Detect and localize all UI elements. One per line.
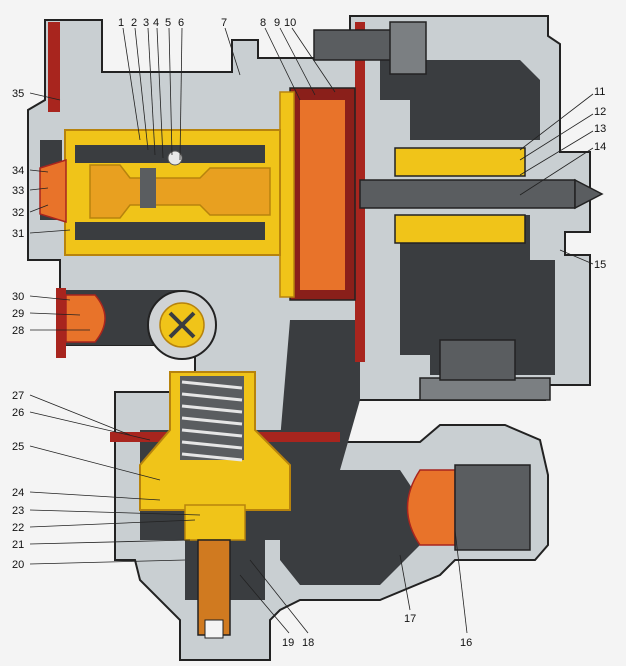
bottom-nut (419, 377, 551, 401)
callout-24: 24 (12, 487, 24, 499)
compression-spring (181, 380, 243, 462)
callout-10: 10 (284, 17, 296, 29)
outlet-chamber (400, 215, 555, 375)
callout-19: 19 (282, 637, 294, 649)
callout-3: 3 (143, 17, 149, 29)
callout-34: 34 (12, 165, 24, 177)
callout-8: 8 (260, 17, 266, 29)
callout-20: 20 (12, 559, 24, 571)
callout-32: 32 (12, 207, 24, 219)
callout-15: 15 (594, 259, 606, 271)
callout-22: 22 (12, 522, 24, 534)
callout-7: 7 (221, 17, 227, 29)
left-filter-cap (39, 158, 67, 224)
callout-14: 14 (594, 141, 606, 153)
left-gasket (48, 22, 60, 112)
callout-2: 2 (131, 17, 137, 29)
callout-11: 11 (594, 86, 605, 98)
callout-13: 13 (594, 123, 606, 135)
callout-16: 16 (460, 637, 472, 649)
callout-9: 9 (274, 17, 280, 29)
upper-chamber (380, 60, 540, 140)
callout-29: 29 (12, 308, 24, 320)
leader-lines (29, 27, 594, 634)
valve-spool (89, 164, 271, 219)
diaphragm-ring (279, 91, 295, 298)
callout-26: 26 (12, 407, 24, 419)
callout-5: 5 (165, 17, 171, 29)
outlet-filter (406, 469, 456, 546)
callout-21: 21 (12, 539, 24, 551)
control-rod (359, 179, 576, 209)
inlet-gasket (56, 288, 66, 358)
callout-28: 28 (12, 325, 24, 337)
callout-35: 35 (12, 88, 24, 100)
outlet-fitting (454, 464, 531, 551)
callout-4: 4 (153, 17, 159, 29)
callout-6: 6 (178, 17, 184, 29)
callout-labels: 1 2 3 4 5 6 7 8 9 10 11 12 13 14 15 16 1… (12, 17, 606, 649)
check-ball (167, 150, 183, 166)
callout-17: 17 (404, 613, 416, 625)
inlet-filter (65, 294, 106, 343)
bolt-head (389, 21, 427, 75)
rod-tip (574, 178, 604, 210)
callout-23: 23 (12, 505, 24, 517)
check-ball-seat (140, 168, 156, 208)
callout-33: 33 (12, 185, 24, 197)
callout-12: 12 (594, 106, 606, 118)
bolt-shank (313, 29, 395, 61)
plunger-hole (204, 619, 224, 639)
callout-18: 18 (302, 637, 314, 649)
plunger (197, 539, 231, 636)
callout-25: 25 (12, 441, 24, 453)
callout-1: 1 (118, 17, 124, 29)
solenoid-upper (394, 147, 526, 177)
lower-passage (280, 320, 420, 585)
callout-27: 27 (12, 390, 24, 402)
diaphragm-plate (300, 100, 345, 290)
plunger-seat (184, 504, 246, 541)
valve-lower-channel (75, 222, 265, 240)
fitting-thread (439, 339, 516, 381)
solenoid-lower (394, 214, 526, 244)
rotary-cross (168, 311, 196, 339)
callout-31: 31 (12, 228, 24, 240)
callout-30: 30 (12, 291, 24, 303)
